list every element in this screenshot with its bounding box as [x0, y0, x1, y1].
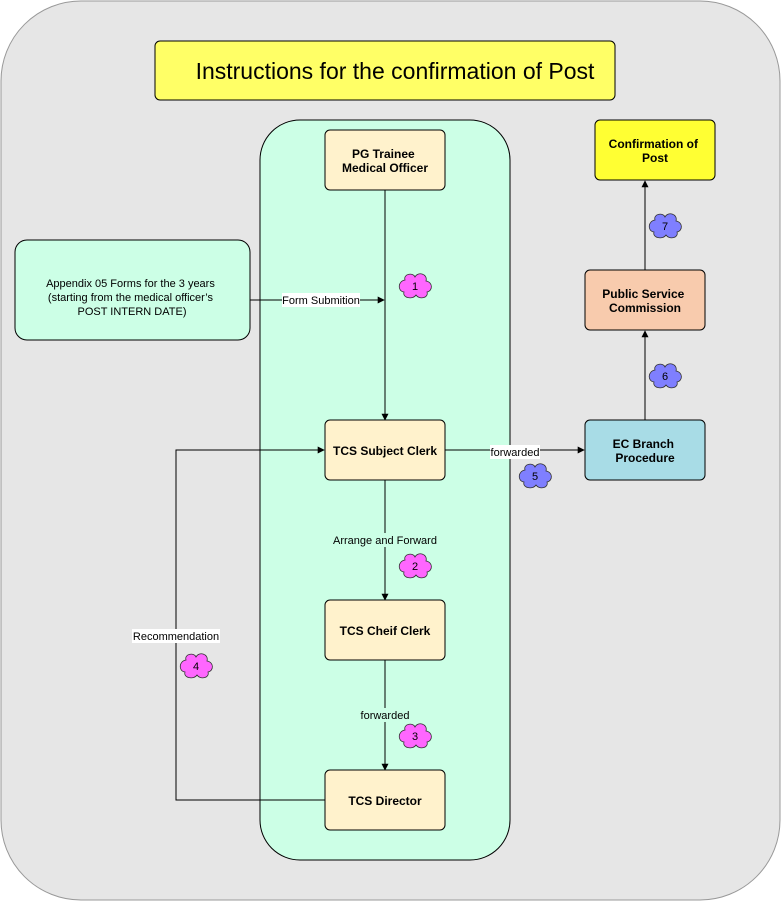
- svg-text:5: 5: [532, 471, 538, 483]
- step-cloud-2: 2: [398, 553, 432, 579]
- svg-text:Form Submition: Form Submition: [282, 295, 360, 307]
- svg-text:7: 7: [662, 221, 668, 233]
- page-title: Instructions for the confirmation of Pos…: [196, 58, 595, 84]
- step-cloud-4: 4: [179, 653, 213, 679]
- node-ec-branch: EC Branch Procedure: [584, 419, 706, 481]
- edge-label-forwarded-director: forwarded: [360, 708, 410, 722]
- node-tcs-director: TCS Director: [324, 769, 446, 831]
- step-cloud-6: 6: [648, 363, 682, 389]
- node-tcs-cheif-clerk: TCS Cheif Clerk: [324, 599, 446, 661]
- svg-text:Public Service Commissio: Public Service Commission: [602, 287, 687, 315]
- edge-label-arrange-forward: Arrange and Forward: [332, 533, 438, 547]
- svg-text:Recommendation: Recommendation: [133, 631, 219, 643]
- svg-text:forwarded: forwarded: [491, 447, 540, 459]
- svg-text:Arrange and Forward: Arrange and Forward: [333, 535, 437, 547]
- svg-text:EC Branch Procedure: EC Branch Procedure: [613, 437, 678, 465]
- step-cloud-5: 5: [518, 463, 552, 489]
- edge-director-to-subject: [175, 446, 325, 801]
- edge-label-form-submition: Form Submition: [282, 293, 360, 307]
- title-box: Instructions for the confirmation of Pos…: [154, 40, 616, 101]
- step-cloud-3: 3: [398, 723, 432, 749]
- edge-label-recommendation: Recommendation: [132, 629, 220, 643]
- step-cloud-1: 1: [398, 273, 432, 299]
- svg-text:3: 3: [412, 731, 418, 743]
- node-public-service-commission: Public Service Commission: [584, 269, 706, 331]
- step-cloud-7: 7: [648, 213, 682, 239]
- svg-text:Appendix 05 Forms for the 3 ye: Appendix 05 Forms for the 3 years (start…: [46, 278, 218, 318]
- svg-text:PG Trainee Medical Offic: PG Trainee Medical Officer: [342, 147, 428, 175]
- svg-text:4: 4: [193, 661, 199, 673]
- node-appendix-forms: Appendix 05 Forms for the 3 years (start…: [14, 239, 251, 341]
- svg-text:TCS Subject Clerk: TCS Subject Clerk: [333, 444, 437, 458]
- node-pg-trainee: PG Trainee Medical Officer: [324, 129, 446, 191]
- node-tcs-subject-clerk: TCS Subject Clerk: [324, 419, 446, 481]
- svg-text:TCS Cheif Clerk: TCS Cheif Clerk: [340, 624, 431, 638]
- edge-label-forwarded-ec: forwarded: [490, 445, 540, 459]
- svg-text:forwarded: forwarded: [361, 710, 410, 722]
- svg-text:Confirmation of Post: Confirmation of Post: [609, 137, 702, 165]
- node-confirmation-of-post: Confirmation of Post: [594, 119, 716, 181]
- svg-text:TCS Director: TCS Director: [348, 794, 422, 808]
- svg-text:1: 1: [412, 281, 418, 293]
- svg-text:6: 6: [662, 371, 668, 383]
- svg-text:2: 2: [412, 561, 418, 573]
